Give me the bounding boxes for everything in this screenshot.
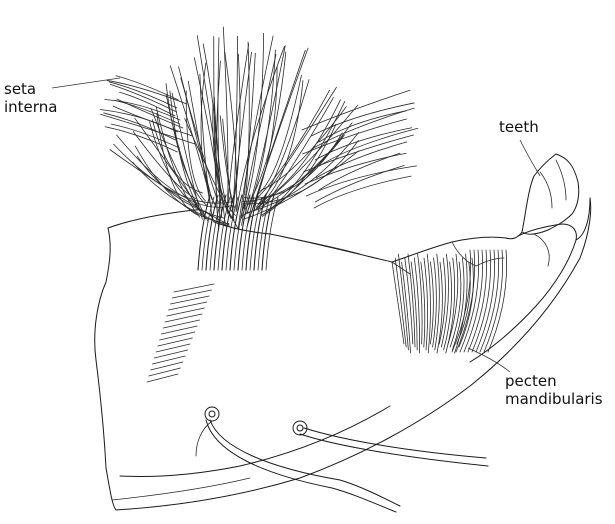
label-seta-interna: seta interna	[4, 80, 57, 116]
seta	[133, 162, 229, 226]
seta	[247, 50, 275, 213]
pecten-spine	[450, 262, 461, 347]
seta	[261, 123, 352, 216]
plume-stalk	[202, 197, 214, 270]
seta-sockets	[196, 407, 488, 512]
seta	[105, 127, 177, 152]
pecten-spine	[452, 250, 471, 352]
pecten-spine	[446, 258, 455, 353]
label-pecten-line2: mandibularis	[505, 390, 603, 408]
label-seta-line2: interna	[4, 98, 57, 116]
seta	[314, 176, 411, 208]
seta	[311, 103, 414, 136]
label-pecten-line1: pecten	[505, 372, 603, 390]
label-teeth: teeth	[499, 118, 539, 136]
pecten-spine	[435, 254, 440, 350]
label-seta-line1: seta	[4, 80, 57, 98]
teeth-leader	[520, 140, 540, 176]
seta	[170, 66, 210, 198]
seta	[107, 80, 187, 104]
seta	[306, 166, 416, 196]
mandible-body-outline	[95, 198, 591, 510]
pecten-leader	[468, 348, 510, 372]
seta	[116, 76, 178, 100]
pecten-spine	[437, 262, 442, 353]
pecten-spine	[448, 254, 458, 344]
pecten-spine	[430, 262, 433, 344]
body-spine-comb	[147, 284, 214, 382]
plume-stalk	[210, 197, 222, 270]
pecten-spine	[421, 262, 425, 347]
pecten-mandibularis-comb	[392, 250, 507, 353]
seta-interna-leader	[52, 78, 120, 88]
pecten-spine	[392, 262, 404, 344]
pecten-spine	[398, 254, 408, 350]
label-pecten-mandibularis: pecten mandibularis	[505, 372, 603, 408]
seta-interna-plume	[100, 27, 418, 270]
